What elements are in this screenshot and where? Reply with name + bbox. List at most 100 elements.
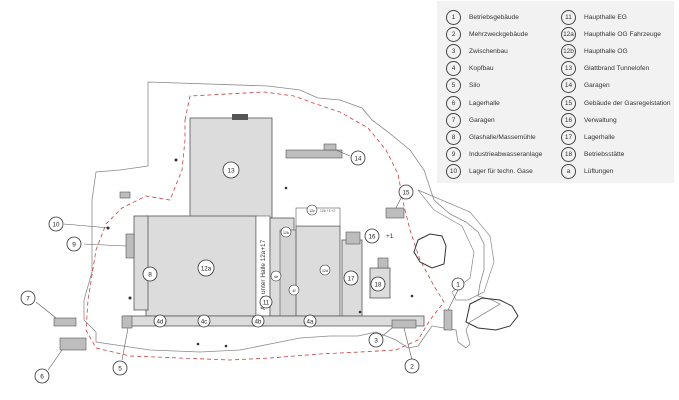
building-13-vents bbox=[232, 114, 248, 120]
svg-text:5: 5 bbox=[118, 366, 122, 373]
legend-item: 2 Mehrzweckgebäude bbox=[446, 25, 528, 43]
legend-number: 5 bbox=[446, 78, 461, 94]
marker-12b: 12b bbox=[280, 226, 292, 238]
legend-number: 18 bbox=[561, 147, 576, 163]
marker-3: 3 bbox=[368, 332, 384, 348]
svg-text:9: 9 bbox=[72, 242, 76, 249]
marker-15: 15 bbox=[398, 184, 414, 200]
legend-label: Industrieabwasseranlage bbox=[469, 151, 543, 159]
legend-item: 9 Industrieabwasseranlage bbox=[446, 146, 542, 164]
marker-10: 10 bbox=[48, 216, 64, 232]
building-5 bbox=[121, 315, 133, 329]
legend-label: Glashalle/Massemühle bbox=[469, 133, 536, 141]
svg-text:4b: 4b bbox=[255, 320, 262, 326]
legend-label: Silo bbox=[469, 82, 480, 90]
svg-text:8: 8 bbox=[148, 272, 152, 279]
building-9 bbox=[125, 233, 135, 259]
legend-number: 9 bbox=[446, 147, 461, 163]
marker-7: 7 bbox=[20, 290, 36, 306]
legend-item: 11 Haupthalle EG bbox=[561, 8, 627, 26]
building-14 bbox=[285, 149, 343, 159]
building-3 bbox=[391, 319, 417, 329]
marker-8: 8 bbox=[142, 266, 158, 282]
marker-16: 16 bbox=[364, 228, 380, 244]
legend-number: 13 bbox=[561, 61, 576, 77]
marker-14: 14 bbox=[350, 150, 366, 166]
site-boundary-east bbox=[417, 189, 495, 301]
svg-text:3: 3 bbox=[374, 338, 378, 345]
marker-9: 9 bbox=[66, 236, 82, 252]
svg-text:12d: 12d bbox=[322, 269, 328, 273]
legend-label: Lagerhalle bbox=[469, 99, 500, 107]
marker-5: 5 bbox=[112, 360, 128, 376]
legend-label: Garagen bbox=[584, 82, 610, 90]
svg-text:12b: 12b bbox=[283, 231, 289, 235]
legend-panel: 1 Betriebsgebäude 2 Mehrzweckgebäude 3 Zwisch… bbox=[437, 1, 674, 183]
svg-text:10: 10 bbox=[53, 222, 60, 229]
marker-4c: 4c bbox=[197, 314, 211, 328]
legend-item: 15 Gebäude der Gasregelstation bbox=[561, 94, 671, 112]
legend-number: 7 bbox=[446, 112, 461, 128]
legend-number: 15 bbox=[561, 95, 576, 111]
legend-label: Gebäude der Gasregelstation bbox=[584, 99, 671, 107]
marker-12d: 12d bbox=[319, 264, 331, 276]
marker-4f: 4f bbox=[288, 284, 300, 296]
marker-1: 1 bbox=[451, 277, 465, 291]
legend-item: 8 Glashalle/Massemühle bbox=[446, 128, 536, 146]
legend-label: Mehrzweckgebäude bbox=[469, 30, 529, 38]
legend-number: 1 bbox=[446, 9, 461, 25]
legend-number: 11 bbox=[561, 9, 576, 25]
svg-text:12c: 12c bbox=[309, 209, 315, 213]
svg-text:1: 1 bbox=[456, 282, 460, 289]
legend-label: Zwischenbau bbox=[469, 47, 508, 55]
svg-text:15: 15 bbox=[403, 190, 410, 197]
legend-item: 1 Betriebsgebäude bbox=[446, 8, 519, 26]
svg-text:13: 13 bbox=[227, 168, 235, 175]
legend-item: 6 Lagerhalle bbox=[446, 94, 500, 112]
legend-label: Betriebsgebäude bbox=[469, 13, 519, 21]
legend-label: Kopfbau bbox=[469, 65, 494, 73]
legend-item: 3 Zwischenbau bbox=[446, 42, 508, 60]
legend-number: 6 bbox=[446, 95, 461, 111]
building-15 bbox=[385, 207, 405, 219]
plus-one-label: +1 bbox=[386, 233, 394, 240]
svg-text:4f: 4f bbox=[292, 289, 296, 293]
marker-11: 11 bbox=[259, 295, 273, 309]
legend-number: 2 bbox=[446, 26, 461, 42]
legend-label: Verwaltung bbox=[584, 116, 617, 124]
fire-lane bbox=[85, 91, 445, 361]
svg-text:17: 17 bbox=[348, 276, 355, 283]
svg-text:4c: 4c bbox=[201, 320, 207, 326]
pond-south bbox=[465, 297, 519, 331]
legend-label: Haupthalle EG bbox=[584, 13, 627, 21]
legend-label: Lager für techn. Gase bbox=[469, 168, 533, 176]
legend-number: 17 bbox=[561, 129, 576, 145]
legend-label: Garagen bbox=[469, 116, 495, 124]
legend-label: Haupthalle OG bbox=[584, 47, 628, 55]
legend-number: 12b bbox=[561, 43, 576, 59]
building-12c bbox=[295, 207, 341, 227]
building-14-b bbox=[323, 143, 337, 151]
leader-lines bbox=[35, 149, 459, 371]
building-8 bbox=[133, 215, 149, 311]
svg-text:2: 2 bbox=[410, 364, 414, 371]
building-18-annex bbox=[377, 257, 389, 269]
marker-2: 2 bbox=[404, 358, 420, 374]
legend-number: a bbox=[561, 164, 576, 180]
marker-12a: 12a bbox=[197, 259, 215, 277]
pond-north bbox=[413, 233, 447, 269]
svg-text:11: 11 bbox=[263, 301, 270, 307]
building-4-strip bbox=[123, 315, 425, 327]
legend-label: Betriebsstätte bbox=[584, 151, 625, 159]
building-16 bbox=[345, 231, 361, 245]
legend-label: Lüftungen bbox=[584, 168, 614, 176]
marker-17: 17 bbox=[343, 270, 359, 286]
svg-text:16: 16 bbox=[369, 234, 376, 241]
legend-number: 3 bbox=[446, 43, 461, 59]
legend-item: a Lüftungen bbox=[561, 163, 613, 181]
legend-number: 8 bbox=[446, 129, 461, 145]
